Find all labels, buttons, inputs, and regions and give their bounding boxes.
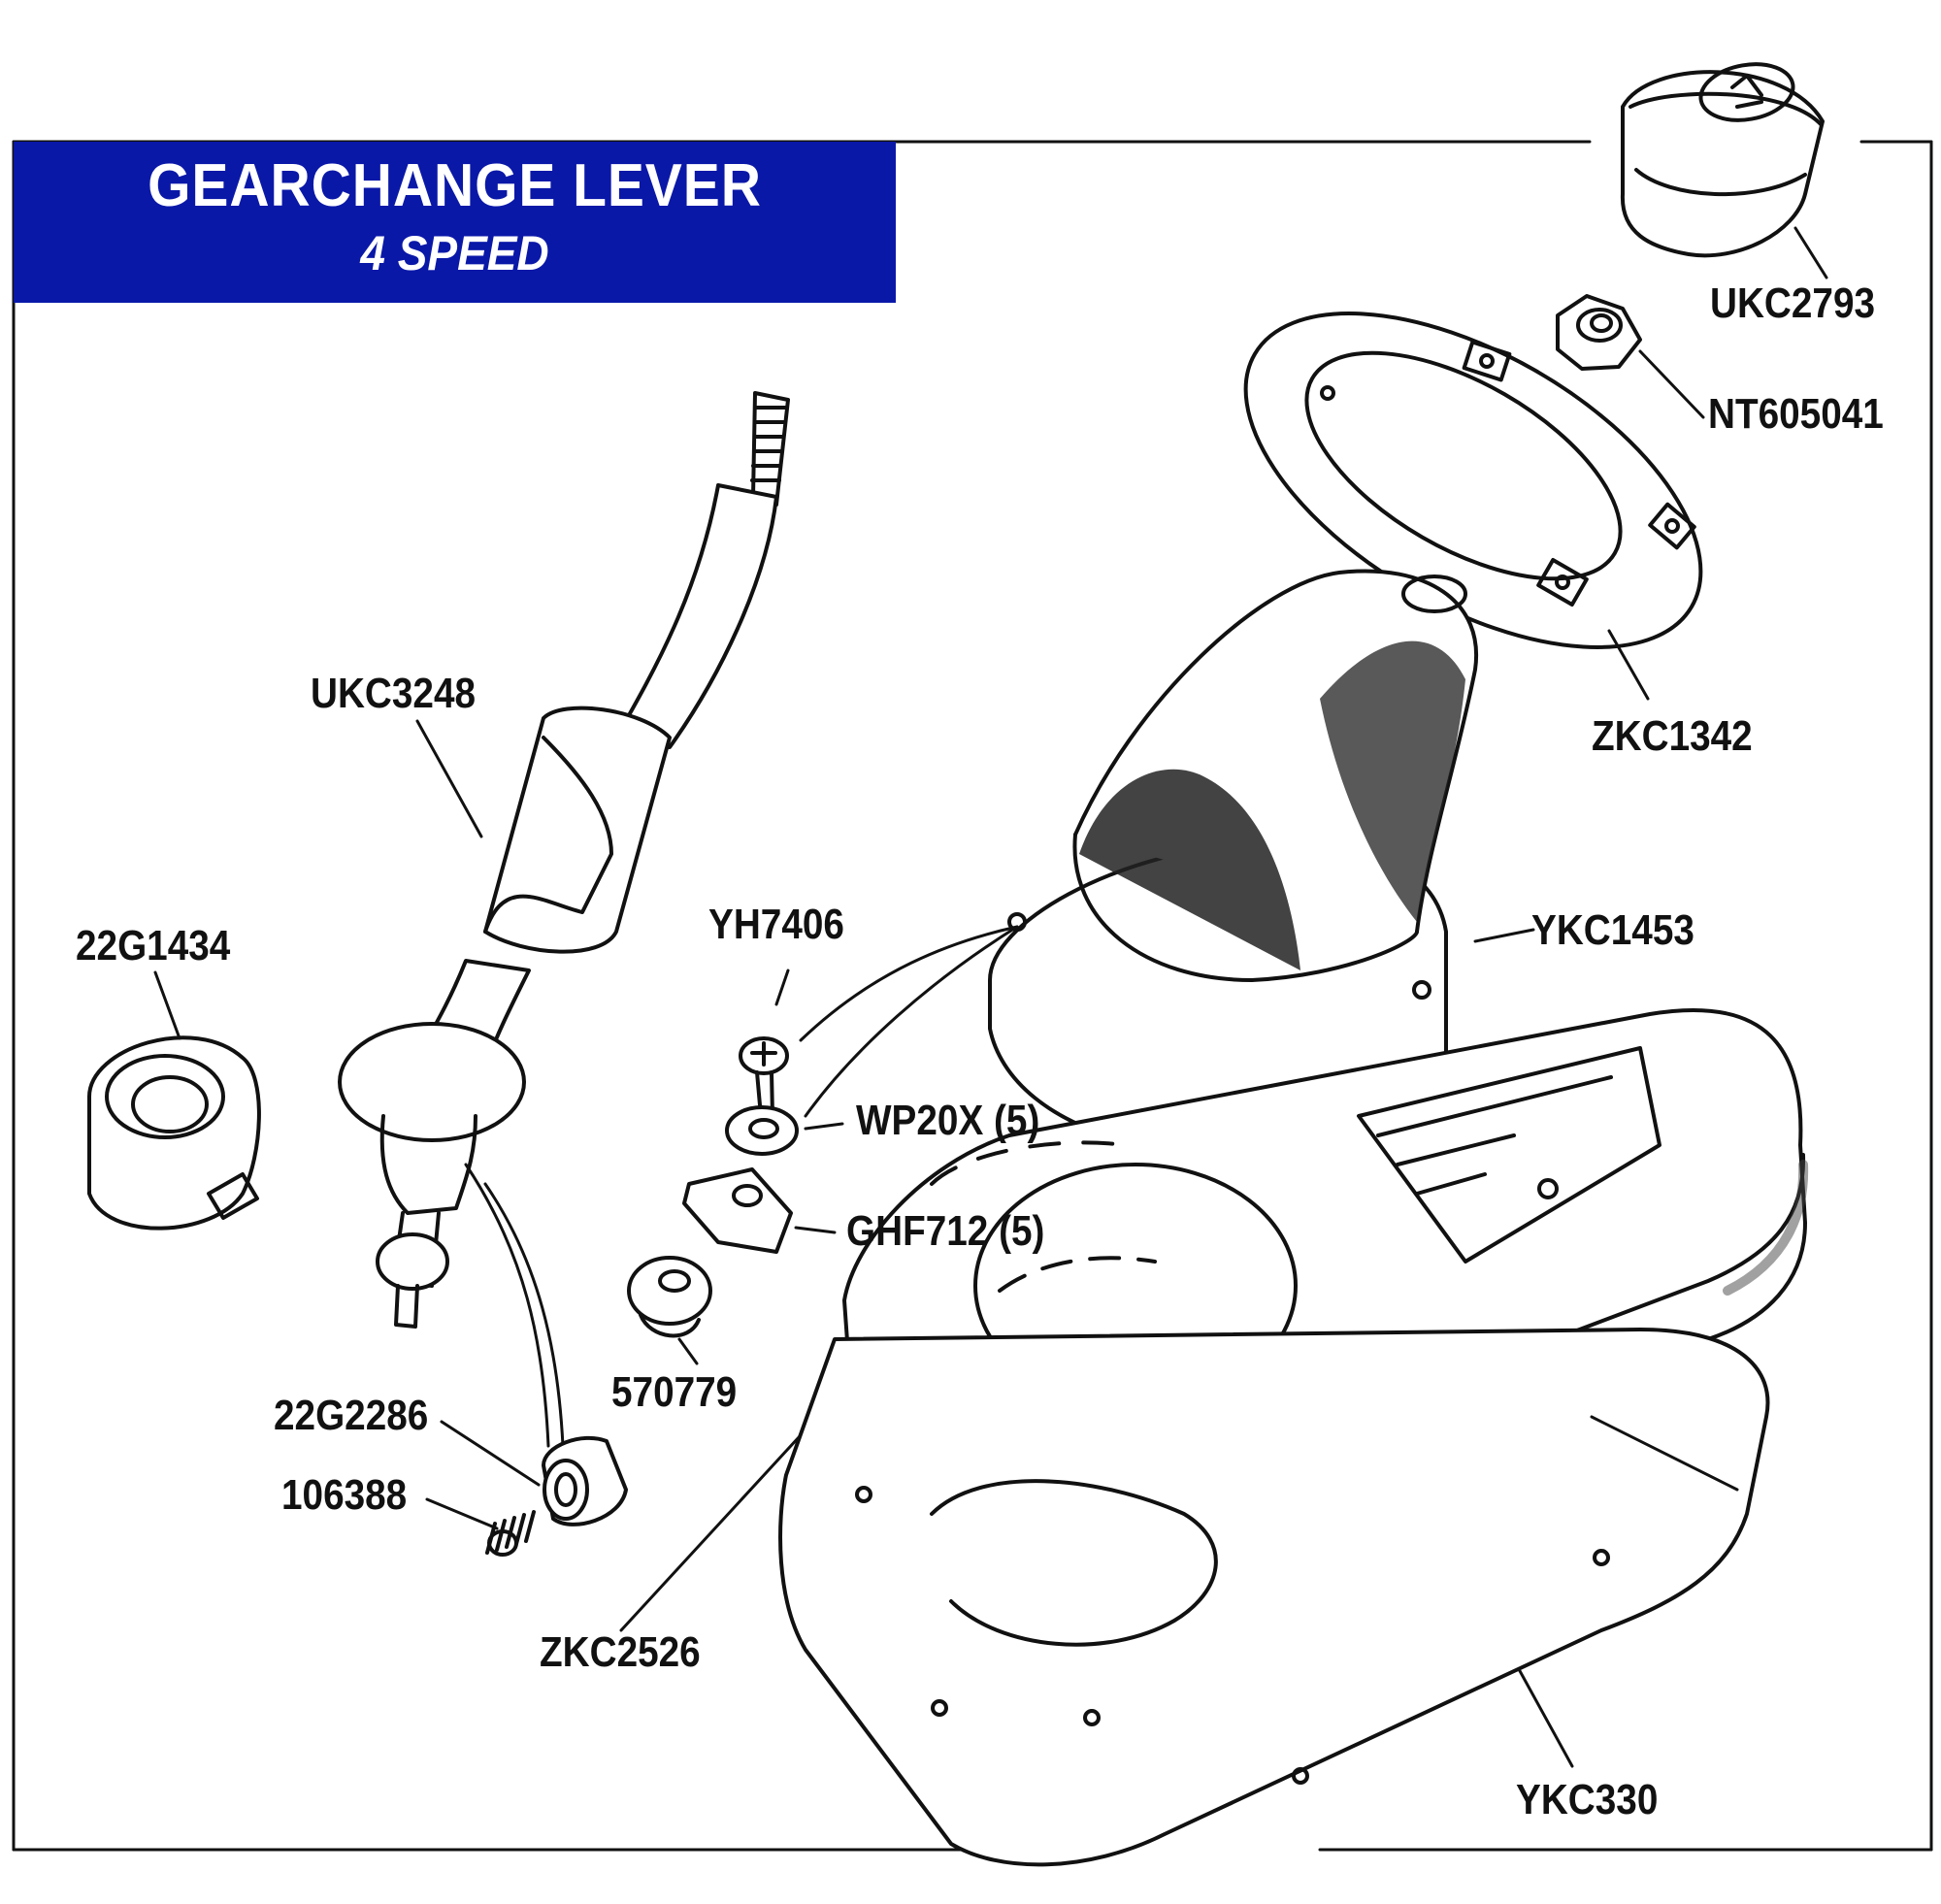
part-label-22g1434: 22G1434 — [76, 922, 231, 969]
plug-570779 — [627, 1256, 712, 1365]
part-label-22g2286: 22G2286 — [274, 1392, 429, 1439]
title-banner: GEARCHANGE LEVER 4 SPEED — [14, 142, 896, 303]
gear-knob-ukc2793 — [1620, 62, 1828, 279]
part-label-ukc2793: UKC2793 — [1710, 279, 1876, 327]
part-label-nt605041: NT605041 — [1708, 390, 1884, 438]
gasket-ykc330 — [778, 1328, 1770, 1867]
spring-106388 — [425, 1497, 536, 1557]
part-label-zkc2526: ZKC2526 — [540, 1628, 701, 1676]
part-label-ukc3248: UKC3248 — [311, 670, 477, 717]
page-subtitle: 4 SPEED — [360, 226, 549, 280]
clamp-22g1434 — [87, 970, 261, 1231]
nut-nt605041 — [1556, 294, 1705, 419]
bush-22g2286 — [440, 1420, 628, 1526]
page-title: GEARCHANGE LEVER — [148, 152, 762, 219]
part-label-106388: 106388 — [281, 1471, 408, 1519]
clip-ghf712 — [682, 1167, 837, 1254]
part-label-570779: 570779 — [611, 1368, 738, 1416]
part-label-wp20x: WP20X (5) — [856, 1097, 1040, 1144]
part-label-yh7406: YH7406 — [708, 901, 844, 948]
gear-lever-ukc3248 — [338, 391, 790, 1448]
part-label-zkc1342: ZKC1342 — [1592, 712, 1753, 760]
part-label-ghf712: GHF712 (5) — [846, 1207, 1045, 1255]
retaining-ring-zkc1342 — [1243, 312, 1703, 701]
part-label-ykc1453: YKC1453 — [1531, 906, 1694, 954]
part-label-ykc330: YKC330 — [1516, 1776, 1659, 1823]
washer-wp20x — [725, 925, 1019, 1156]
